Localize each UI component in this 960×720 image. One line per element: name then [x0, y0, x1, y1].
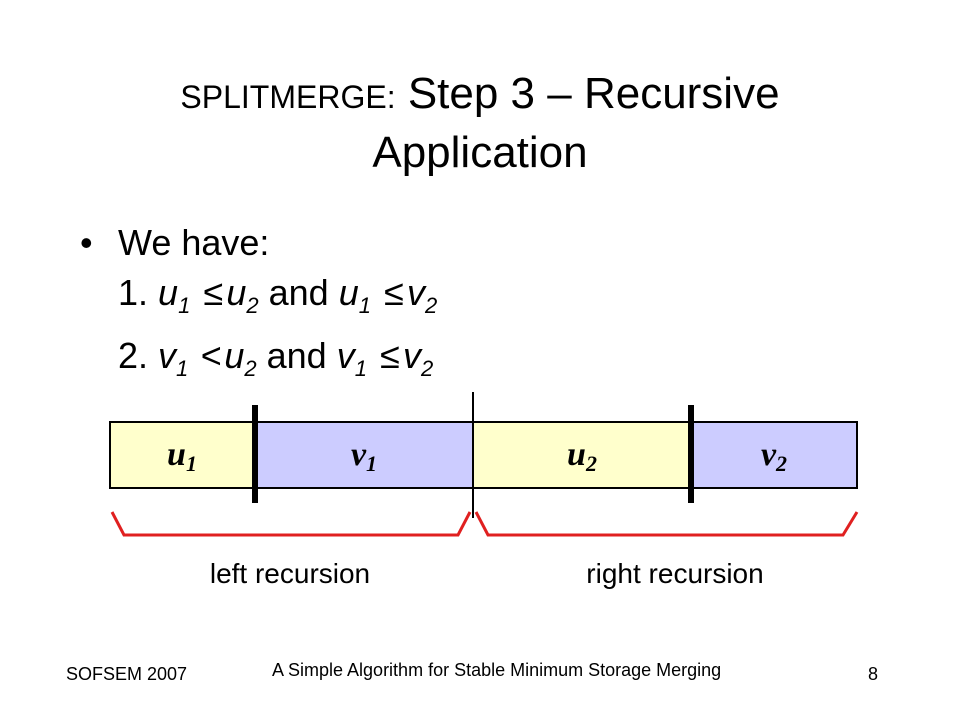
- segment-label-u2: u2: [567, 436, 597, 476]
- segment-u1: [109, 421, 256, 489]
- bullet-marker: •: [80, 222, 93, 263]
- var-u: u: [158, 272, 179, 313]
- title-line2: Application: [372, 128, 588, 177]
- title-prefix: SPLITMERGE:: [180, 79, 396, 115]
- var-v: v: [158, 335, 177, 376]
- relation-item-2: 2. v1 <u2 and v1 ≤v2: [118, 331, 437, 394]
- relation-symbol: <: [200, 335, 222, 376]
- left-recursion-brace: [110, 511, 472, 537]
- relation-item-1: 1. u1 ≤u2 and u1 ≤v2: [118, 268, 437, 331]
- subscript: 2: [244, 356, 257, 381]
- relation-symbol: ≤: [380, 335, 400, 376]
- item-number: 2.: [118, 335, 149, 376]
- segment-u2: [472, 421, 692, 489]
- var-u: u: [338, 272, 359, 313]
- conjunction: and: [266, 335, 327, 376]
- var-u: u: [226, 272, 247, 313]
- conjunction: and: [268, 272, 329, 313]
- slide-title: SPLITMERGE: Step 3 – Recursive Applicati…: [0, 66, 960, 181]
- footer-title: A Simple Algorithm for Stable Minimum St…: [272, 660, 722, 680]
- right-recursion-label: right recursion: [586, 558, 764, 589]
- var-u: u: [224, 335, 245, 376]
- item-number: 1.: [118, 272, 149, 313]
- title-main: Step 3 – Recursive: [407, 69, 780, 118]
- segment-label-u1: u1: [167, 436, 197, 476]
- slide-number: 8: [868, 664, 879, 684]
- subscript: 1: [176, 356, 189, 381]
- relation-symbol: ≤: [384, 272, 404, 313]
- var-v: v: [336, 335, 355, 376]
- segment-v2: [690, 421, 858, 489]
- subscript: 1: [354, 356, 367, 381]
- footer-venue: SOFSEM 2007: [66, 664, 188, 684]
- subscript: 2: [420, 356, 434, 381]
- relation-symbol: ≤: [203, 272, 224, 313]
- var-v: v: [402, 335, 421, 376]
- segment-label-v2: v2: [761, 436, 787, 476]
- bullet-list: • We have: 1. u1 ≤u2 and u1 ≤v2 2. v1 <u…: [80, 218, 437, 394]
- segment-v1: [254, 421, 474, 489]
- subscript: 2: [425, 293, 438, 318]
- var-v: v: [407, 272, 426, 313]
- bullet-intro: We have:: [118, 222, 270, 263]
- left-recursion-label: left recursion: [209, 558, 371, 589]
- right-recursion-brace: [474, 511, 859, 537]
- segment-label-v1: v1: [351, 436, 377, 476]
- subscript: 2: [246, 293, 259, 318]
- subscript: 1: [178, 293, 191, 318]
- subscript: 1: [358, 293, 372, 318]
